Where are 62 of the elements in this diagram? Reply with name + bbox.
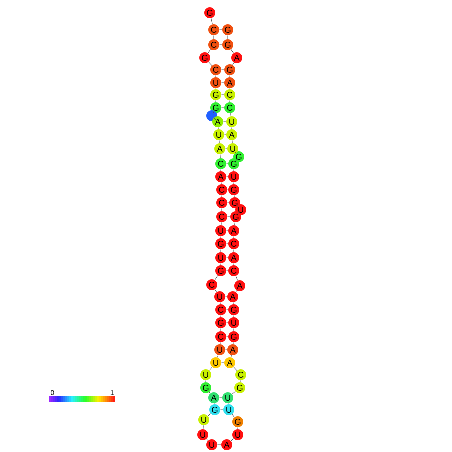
- backbone-line: [208, 62, 212, 66]
- backbone-line: [217, 444, 222, 446]
- backbone-line: [219, 140, 220, 144]
- backbone-line: [231, 355, 232, 358]
- backbone-line: [230, 113, 232, 117]
- backbone-line: [213, 110, 215, 114]
- backbone-line: [233, 342, 234, 345]
- base-pair-line: [226, 270, 229, 272]
- base-pair-line: [221, 94, 225, 96]
- backbone-line: [221, 222, 222, 226]
- backbone-line: [221, 182, 222, 185]
- backbone-line: [233, 302, 234, 305]
- backbone-line: [209, 392, 211, 394]
- base-pair-line: [224, 134, 227, 136]
- backbone-line: [231, 49, 234, 54]
- backbone-line: [220, 342, 221, 345]
- backbone-line: [220, 154, 221, 159]
- base-pair-line: [219, 44, 223, 46]
- backbone-line: [232, 140, 233, 144]
- backbone-line: [220, 263, 222, 266]
- backbone-line: [232, 391, 236, 395]
- backbone-line: [234, 195, 235, 198]
- backbone-line: [240, 380, 241, 383]
- backbone-line: [209, 367, 213, 371]
- backbone-line: [208, 414, 212, 416]
- base-pair-line: [221, 82, 225, 84]
- backbone-line: [237, 205, 239, 208]
- backbone-line: [214, 118, 216, 120]
- backbone-line: [237, 212, 240, 215]
- backbone-line: [236, 290, 238, 292]
- base-pair-line: [225, 148, 228, 150]
- backbone-line: [234, 222, 236, 226]
- base-pair-line: [221, 362, 225, 364]
- backbone-line: [236, 276, 238, 281]
- backbone-line: [220, 315, 222, 318]
- backbone-line: [220, 236, 222, 239]
- base-pair-line: [226, 230, 229, 232]
- base-pair-line: [226, 336, 229, 338]
- base-pair-line: [225, 296, 228, 298]
- backbone-line: [230, 438, 234, 442]
- backbone-line: [220, 302, 221, 305]
- backbone-line: [208, 49, 211, 54]
- backbone-line: [232, 62, 234, 66]
- backbone-line: [232, 414, 235, 418]
- backbone-line: [234, 366, 238, 372]
- base-pair-line: [226, 176, 229, 178]
- backbone-line: [214, 290, 218, 292]
- base-pair-line: [227, 216, 231, 218]
- backbone-line: [220, 249, 222, 253]
- backbone-line: [203, 425, 204, 430]
- backbone-line: [214, 276, 218, 280]
- base-pair-line: [227, 202, 230, 204]
- backbone-line: [217, 355, 219, 358]
- backbone-line: [220, 169, 222, 172]
- backbone-line: [211, 18, 213, 25]
- backbone-line: [206, 439, 208, 442]
- backbone-line: [235, 159, 238, 162]
- base-pair-line: [226, 322, 229, 324]
- backbone-line: [235, 152, 237, 154]
- backbone-line: [218, 127, 219, 130]
- backbone-line: [220, 328, 222, 332]
- node-label: U: [238, 207, 244, 213]
